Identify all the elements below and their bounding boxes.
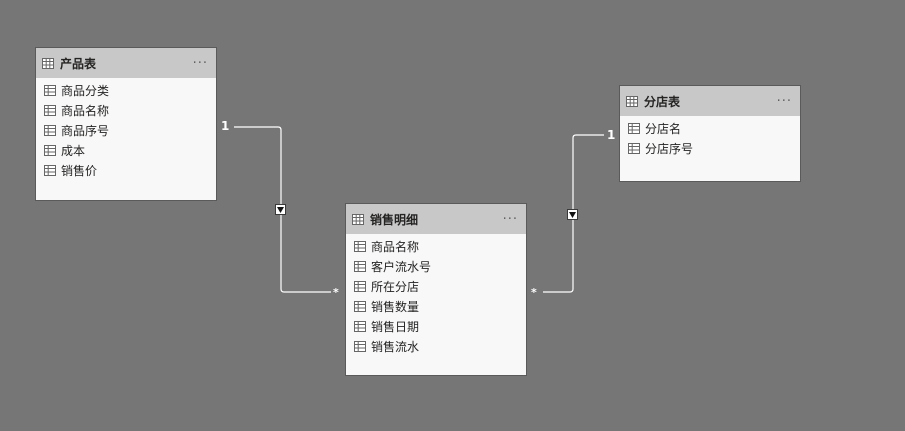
field-item[interactable]: 商品序号 — [36, 120, 216, 140]
field-icon — [628, 122, 640, 134]
field-icon — [354, 280, 366, 292]
resize-grip-icon[interactable] — [208, 192, 215, 207]
product-one-cardinality: 1 — [221, 119, 230, 133]
filter-direction-arrow-icon[interactable] — [567, 209, 578, 220]
table-title: 分店表 — [644, 94, 681, 109]
field-label: 商品名称 — [61, 103, 110, 118]
field-icon — [354, 320, 366, 332]
arrow-down-icon — [569, 211, 576, 218]
field-icon — [628, 142, 640, 154]
field-label: 销售数量 — [371, 299, 420, 314]
field-item[interactable]: 所在分店 — [346, 276, 526, 296]
field-item[interactable]: 商品名称 — [346, 236, 526, 256]
field-label: 成本 — [61, 143, 86, 158]
store-one-cardinality: 1 — [607, 128, 616, 142]
field-label: 商品序号 — [61, 123, 110, 138]
field-item[interactable]: 分店序号 — [620, 138, 800, 158]
field-icon — [44, 84, 56, 96]
field-label: 分店名 — [645, 121, 682, 136]
field-label: 销售价 — [61, 163, 98, 178]
field-icon — [44, 104, 56, 116]
table-icon — [352, 213, 364, 225]
field-icon — [44, 124, 56, 136]
field-item[interactable]: 销售数量 — [346, 296, 526, 316]
field-label: 商品分类 — [61, 83, 110, 98]
arrow-down-icon — [277, 206, 284, 213]
field-label: 客户流水号 — [371, 259, 432, 274]
field-item[interactable]: 客户流水号 — [346, 256, 526, 276]
table-card-header[interactable]: 销售明细 ··· — [346, 204, 526, 234]
table-icon — [42, 57, 54, 69]
table-icon — [626, 95, 638, 107]
filter-direction-arrow-icon[interactable] — [275, 204, 286, 215]
resize-grip-icon[interactable] — [518, 367, 525, 382]
field-icon — [354, 260, 366, 272]
field-icon — [354, 300, 366, 312]
table-card-header[interactable]: 分店表 ··· — [620, 86, 800, 116]
field-label: 所在分店 — [371, 279, 420, 294]
sales-many-cardinality-left: * — [333, 286, 339, 299]
more-options-icon[interactable]: ··· — [502, 211, 518, 227]
sales-many-cardinality-right: * — [531, 286, 537, 299]
field-item[interactable]: 销售价 — [36, 160, 216, 180]
field-label: 销售流水 — [371, 339, 420, 354]
field-label: 分店序号 — [645, 141, 694, 156]
field-icon — [354, 240, 366, 252]
field-icon — [354, 340, 366, 352]
field-list: 分店名 分店序号 — [620, 116, 800, 158]
table-card-sales[interactable]: 销售明细 ··· 商品名称 客户流水号 所在分店 销售数量 销售日期 销售流水 — [345, 203, 527, 382]
field-list: 商品名称 客户流水号 所在分店 销售数量 销售日期 销售流水 — [346, 234, 526, 356]
more-options-icon[interactable]: ··· — [192, 55, 208, 71]
table-card-store[interactable]: 分店表 ··· 分店名 分店序号 — [619, 85, 801, 188]
field-item[interactable]: 销售日期 — [346, 316, 526, 336]
field-list: 商品分类 商品名称 商品序号 成本 销售价 — [36, 78, 216, 180]
field-label: 销售日期 — [371, 319, 420, 334]
more-options-icon[interactable]: ··· — [776, 93, 792, 109]
field-label: 商品名称 — [371, 239, 420, 254]
field-icon — [44, 144, 56, 156]
field-item[interactable]: 商品分类 — [36, 80, 216, 100]
table-title: 销售明细 — [370, 212, 419, 227]
table-card-header[interactable]: 产品表 ··· — [36, 48, 216, 78]
field-icon — [44, 164, 56, 176]
field-item[interactable]: 分店名 — [620, 118, 800, 138]
table-title: 产品表 — [60, 56, 97, 71]
field-item[interactable]: 成本 — [36, 140, 216, 160]
field-item[interactable]: 销售流水 — [346, 336, 526, 356]
resize-grip-icon[interactable] — [792, 173, 799, 188]
table-card-product[interactable]: 产品表 ··· 商品分类 商品名称 商品序号 成本 销售价 — [35, 47, 217, 207]
field-item[interactable]: 商品名称 — [36, 100, 216, 120]
